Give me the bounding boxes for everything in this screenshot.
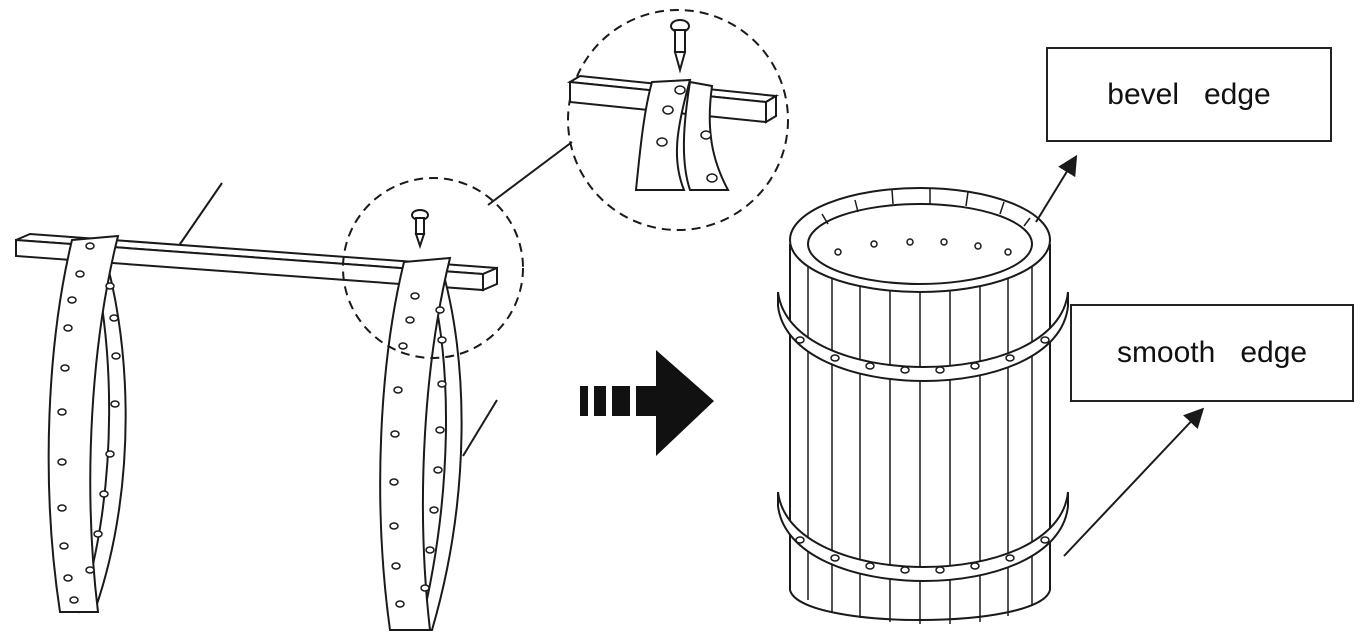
right-strap-holes: [389, 292, 447, 608]
left-strap-holes: [57, 242, 121, 604]
screw-icon: [411, 209, 429, 250]
barrel: [777, 187, 1069, 624]
wooden-bar: [15, 232, 498, 292]
detail-screw-icon: [670, 19, 690, 74]
barrel-lower-hoop: [777, 491, 1069, 582]
detail-callout: [566, 9, 789, 231]
leader-line-detail: [487, 141, 573, 206]
callout-circle-small: [342, 177, 524, 359]
right-strap-front: [379, 256, 452, 631]
label-arrows: [1035, 154, 1205, 557]
callout-circle-large: [567, 9, 789, 231]
smooth-edge-label: smooth edge: [1070, 304, 1354, 402]
barrel-upper-hoop: [777, 291, 1069, 382]
leader-line-strap: [462, 399, 498, 457]
bar-and-straps: [15, 141, 573, 631]
arrow-bevel-edge: [1035, 154, 1078, 223]
arrow-smooth-edge: [1063, 407, 1205, 557]
leader-line-bar: [177, 182, 223, 248]
dashed-right-arrow-icon: [580, 350, 714, 456]
bevel-edge-label: bevel edge: [1046, 47, 1332, 142]
